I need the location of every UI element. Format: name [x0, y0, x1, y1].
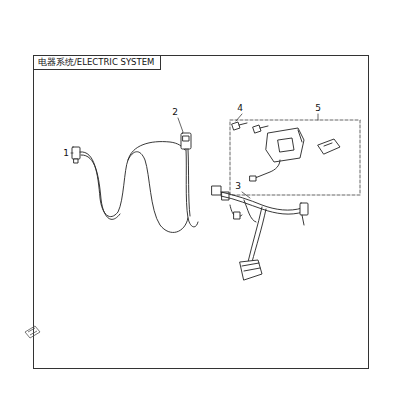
logo-icon: [25, 326, 40, 338]
callout-number: 4: [236, 103, 244, 113]
diagram-title: 电器系统/ELECTRIC SYSTEM: [33, 55, 161, 70]
callout-number: 1: [62, 148, 70, 158]
switch-assembly-5: [230, 120, 360, 195]
bolts-4: [232, 122, 268, 133]
callout-number: 3: [234, 181, 242, 191]
wire-harness-3: [212, 186, 308, 280]
connector-2: [181, 133, 198, 227]
leader-lines: [71, 114, 318, 198]
callout-number: 2: [171, 107, 179, 117]
frame: [34, 56, 369, 369]
callout-number: 5: [314, 103, 322, 113]
wire-harness-1: [72, 142, 188, 233]
